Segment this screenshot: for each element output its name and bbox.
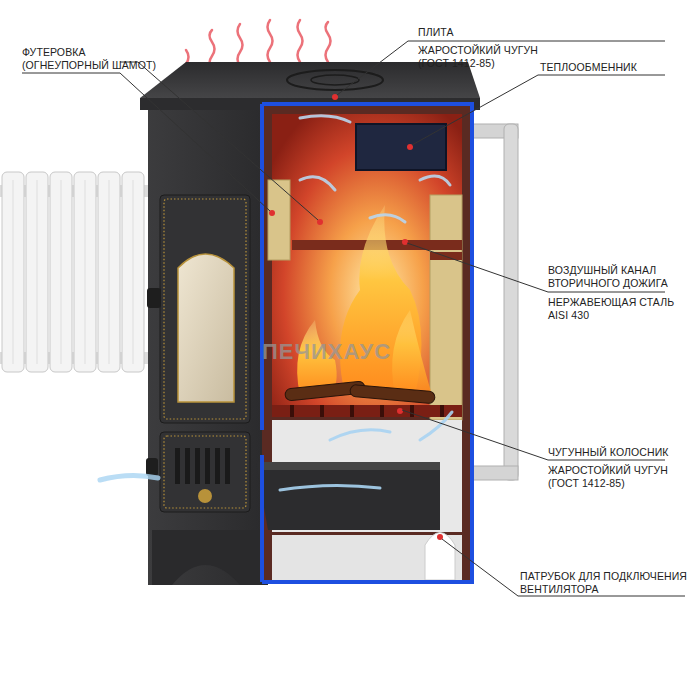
radiator bbox=[0, 172, 150, 372]
label-holder: ЖАРОСТОЙКИЙ ЧУГУН (ГОСТ 1412-85) bbox=[548, 464, 688, 490]
label-holder: ПАТРУБОК ДЛЯ ПОДКЛЮЧЕНИЯ ВЕНТИЛЯТОРА bbox=[520, 570, 692, 596]
material-label: ЖАРОСТОЙКИЙ ЧУГУН (ГОСТ 1412-85) bbox=[418, 44, 553, 70]
label-holder: ЧУГУННЫЙ КОЛОСНИК bbox=[548, 446, 688, 459]
material-label: НЕРЖАВЕЮЩАЯ СТАЛЬ AISI 430 bbox=[548, 296, 688, 322]
part-label: ТЕПЛООБМЕННИК bbox=[540, 61, 665, 74]
watermark: ПЕЧИХАУС bbox=[262, 340, 422, 364]
label-holder: ПЕЧИХАУС bbox=[262, 340, 422, 364]
label-holder: НЕРЖАВЕЮЩАЯ СТАЛЬ AISI 430 bbox=[548, 296, 688, 322]
part-label: ФУТЕРОВКА (ОГНЕУПОРНЫЙ ШАМОТ) bbox=[22, 46, 172, 72]
label-holder: ЖАРОСТОЙКИЙ ЧУГУН (ГОСТ 1412-85) bbox=[418, 44, 553, 70]
part-label: ПЛИТА bbox=[418, 26, 538, 39]
part-label: ЧУГУННЫЙ КОЛОСНИК bbox=[548, 446, 688, 459]
part-label: ВОЗДУШНЫЙ КАНАЛ ВТОРИЧНОГО ДОЖИГА bbox=[548, 264, 688, 290]
water-pipe bbox=[468, 124, 518, 480]
label-holder: ПЛИТА bbox=[418, 26, 538, 39]
label-holder: ФУТЕРОВКА (ОГНЕУПОРНЫЙ ШАМОТ) bbox=[22, 46, 172, 72]
label-holder: ВОЗДУШНЫЙ КАНАЛ ВТОРИЧНОГО ДОЖИГА bbox=[548, 264, 688, 290]
label-holder: ТЕПЛООБМЕННИК bbox=[540, 61, 665, 74]
part-label: ПАТРУБОК ДЛЯ ПОДКЛЮЧЕНИЯ ВЕНТИЛЯТОРА bbox=[520, 570, 692, 596]
material-label: ЖАРОСТОЙКИЙ ЧУГУН (ГОСТ 1412-85) bbox=[548, 464, 688, 490]
